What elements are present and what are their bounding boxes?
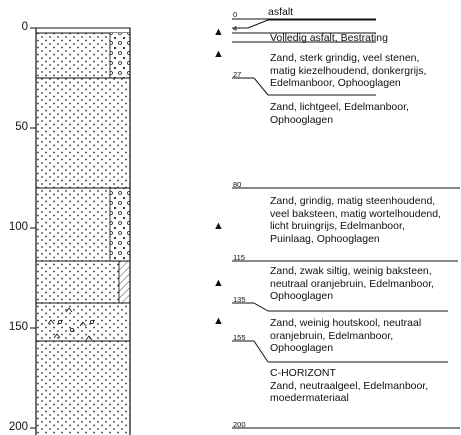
layer-description: Zand, zwak siltig, weinig baksteen, neut… <box>270 265 435 303</box>
layer-top-27: 27 <box>233 70 242 79</box>
layer-description: Zand, sterk grindig, veel stenen, matig … <box>270 52 427 90</box>
layer-top-0: 0 <box>233 10 238 19</box>
layer-description: Zand, weinig houtskool, neutraal oranjeb… <box>270 317 422 355</box>
charcoal-marks <box>47 307 95 341</box>
layer-boundaries <box>36 77 130 342</box>
layer-description: Volledig asfalt, Bestrating <box>270 32 388 44</box>
layer-top-80: 80 <box>233 180 242 189</box>
layer-description: Zand, grindig, matig steenhoudend, veel … <box>270 195 442 245</box>
gravel-zone-lower-pattern <box>110 188 130 261</box>
asphalt-layer <box>35 27 131 34</box>
depth-tick-50: 50 <box>15 121 28 133</box>
sample-marker-icon: ▲ <box>213 26 224 38</box>
depth-tick-100: 100 <box>8 221 28 233</box>
layer-top-200: 200 <box>233 420 246 429</box>
depth-tick-200: 200 <box>8 421 28 433</box>
layer-top-115: 115 <box>233 253 245 262</box>
sample-marker-icon: ▲ <box>213 48 224 60</box>
sample-marker-icon: ▲ <box>213 220 224 232</box>
layer-top-135: 135 <box>233 295 246 304</box>
sample-marker-icon: ▲ <box>213 315 224 327</box>
layer-description: C-HORIZONT Zand, neutraalgeel, Edelmanbo… <box>270 367 429 405</box>
layer-description: Zand, lichtgeel, Edelmanboor, Ophooglage… <box>270 101 409 126</box>
brick-zone-pattern <box>119 261 130 303</box>
depth-axis <box>30 27 36 429</box>
description-lines <box>232 18 460 429</box>
depth-tick-0: 0 <box>21 21 28 33</box>
depth-tick-150: 150 <box>8 321 28 333</box>
layer-description: asfalt <box>268 6 294 18</box>
layer-top-4: 4 <box>233 24 238 33</box>
layer-top-155: 155 <box>233 333 246 342</box>
sample-marker-icon: ▲ <box>213 277 224 289</box>
gravel-zone-upper-pattern <box>110 33 130 78</box>
